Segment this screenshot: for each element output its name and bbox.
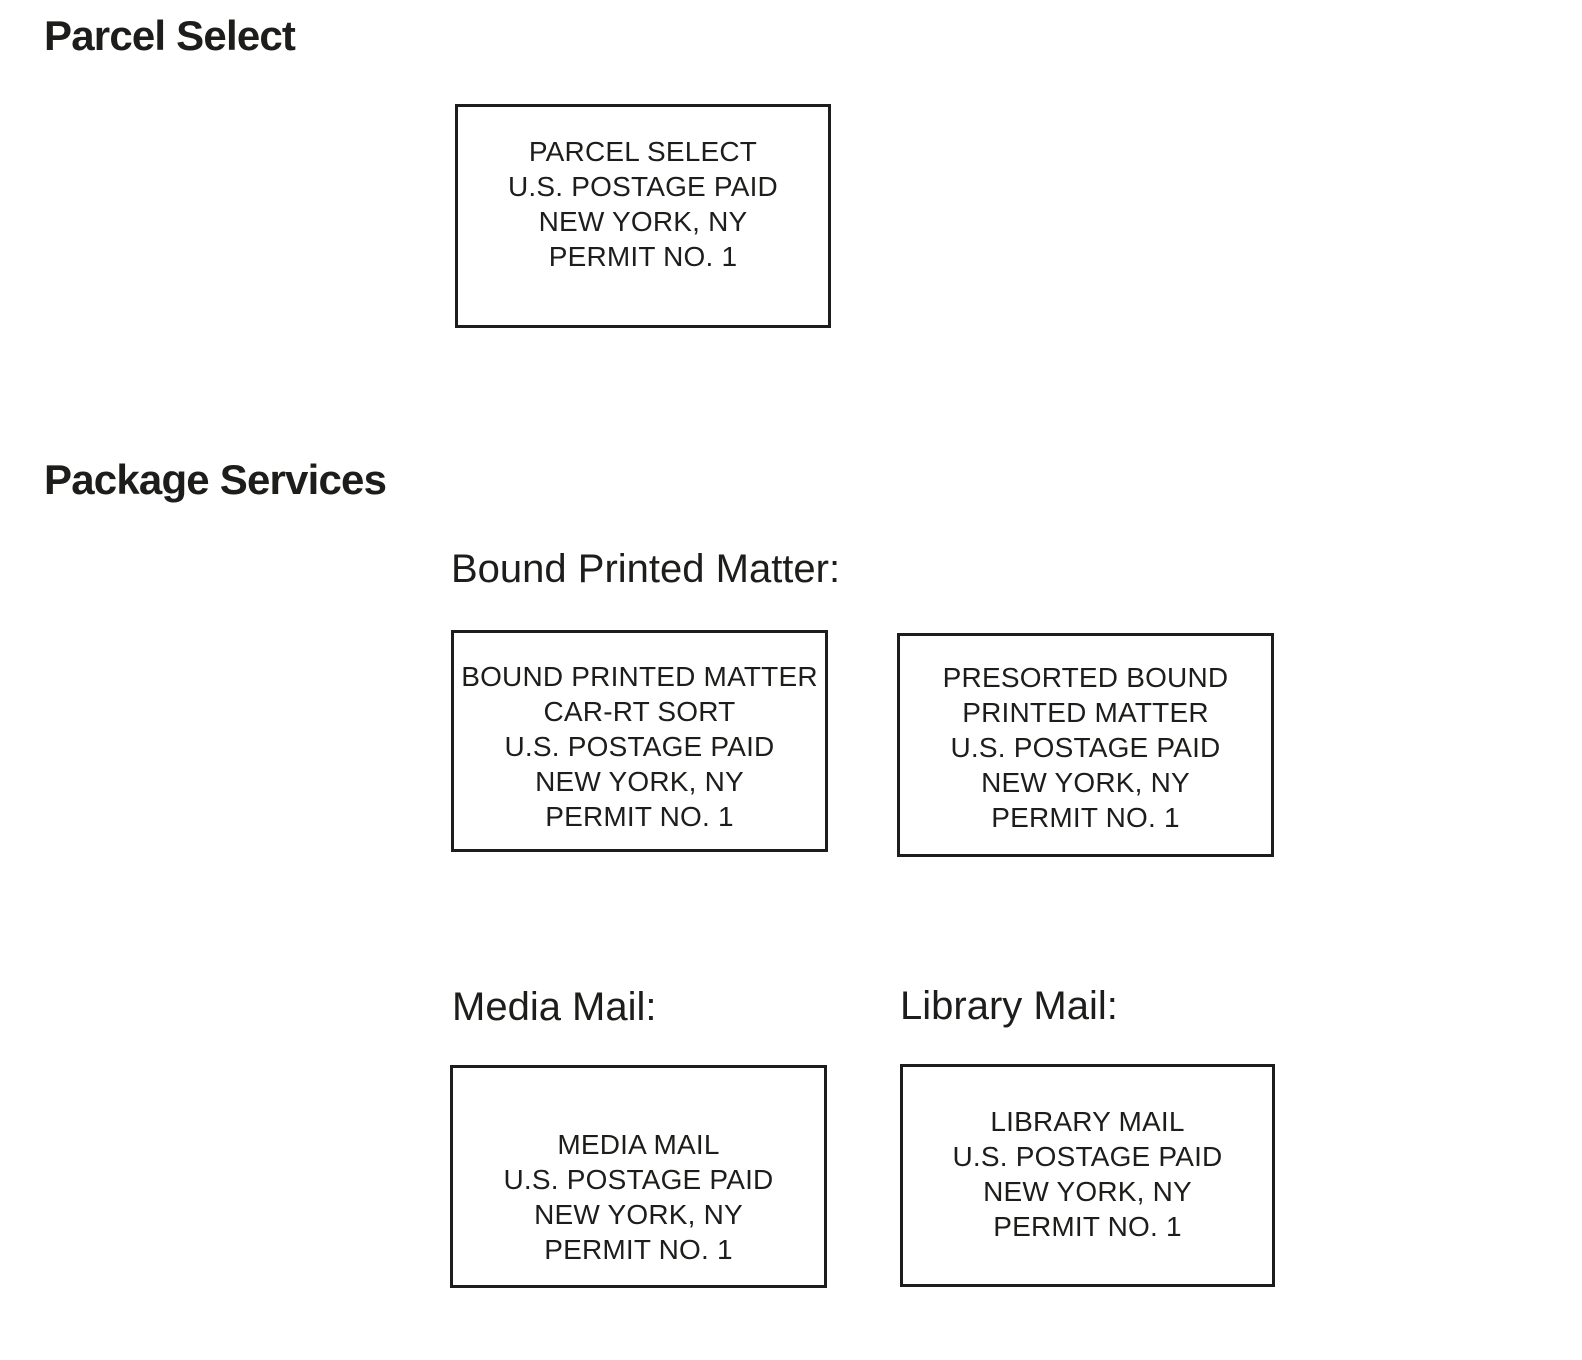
indicium-line: U.S. POSTAGE PAID — [950, 731, 1221, 763]
subsection-label-bound-printed-matter: Bound Printed Matter: — [451, 547, 841, 591]
indicium-line: PRINTED MATTER — [962, 696, 1209, 728]
indicium-line: U.S. POSTAGE PAID — [952, 1140, 1223, 1172]
indicium-line: NEW YORK, NY — [981, 766, 1190, 798]
indicium-line: MEDIA MAIL — [557, 1128, 720, 1160]
indicium-line: PERMIT NO. 1 — [544, 1233, 733, 1265]
indicium-line: CAR-RT SORT — [543, 695, 736, 727]
indicium-line: U.S. POSTAGE PAID — [503, 1163, 774, 1195]
indicium-line: PERMIT NO. 1 — [993, 1210, 1182, 1242]
indicium-text: PRESORTED BOUND PRINTED MATTER U.S. POST… — [943, 660, 1229, 835]
section-heading-package-services: Package Services — [44, 456, 387, 503]
indicium-line: PARCEL SELECT — [528, 136, 758, 167]
subsection-label-library-mail: Library Mail: — [900, 984, 1118, 1028]
indicium-line: PRESORTED BOUND — [942, 661, 1229, 693]
indicium-line: NEW YORK, NY — [534, 1198, 743, 1230]
indicium-text: MEDIA MAIL U.S. POSTAGE PAID NEW YORK, N… — [504, 1127, 774, 1267]
indicium-line: U.S. POSTAGE PAID — [508, 171, 778, 202]
indicium-line: LIBRARY MAIL — [990, 1105, 1185, 1137]
indicium-box-library-mail: LIBRARY MAIL U.S. POSTAGE PAID NEW YORK,… — [900, 1064, 1275, 1287]
indicium-line: NEW YORK, NY — [983, 1175, 1192, 1207]
subsection-label-media-mail: Media Mail: — [452, 985, 657, 1029]
indicium-box-parcel-select: PARCEL SELECT U.S. POSTAGE PAID NEW YORK… — [455, 104, 831, 328]
indicium-line: NEW YORK, NY — [535, 765, 744, 797]
section-heading-parcel-select: Parcel Select — [44, 12, 296, 59]
indicium-line: BOUND PRINTED MATTER — [461, 660, 818, 692]
indicium-box-bound-printed-matter: BOUND PRINTED MATTER CAR-RT SORT U.S. PO… — [451, 630, 828, 852]
indicium-text: BOUND PRINTED MATTER CAR-RT SORT U.S. PO… — [461, 659, 818, 834]
indicium-line: U.S. POSTAGE PAID — [504, 730, 775, 762]
indicium-box-media-mail: MEDIA MAIL U.S. POSTAGE PAID NEW YORK, N… — [450, 1065, 827, 1288]
indicium-line: NEW YORK, NY — [538, 206, 748, 237]
indicium-line: PERMIT NO. 1 — [991, 801, 1180, 833]
indicium-line: PERMIT NO. 1 — [545, 800, 734, 832]
indicium-line: PERMIT NO. 1 — [548, 241, 738, 272]
indicium-text: LIBRARY MAIL U.S. POSTAGE PAID NEW YORK,… — [953, 1104, 1223, 1244]
indicium-text: PARCEL SELECT U.S. POSTAGE PAID NEW YORK… — [508, 134, 778, 274]
indicium-box-presorted-bound-printed-matter: PRESORTED BOUND PRINTED MATTER U.S. POST… — [897, 633, 1274, 857]
